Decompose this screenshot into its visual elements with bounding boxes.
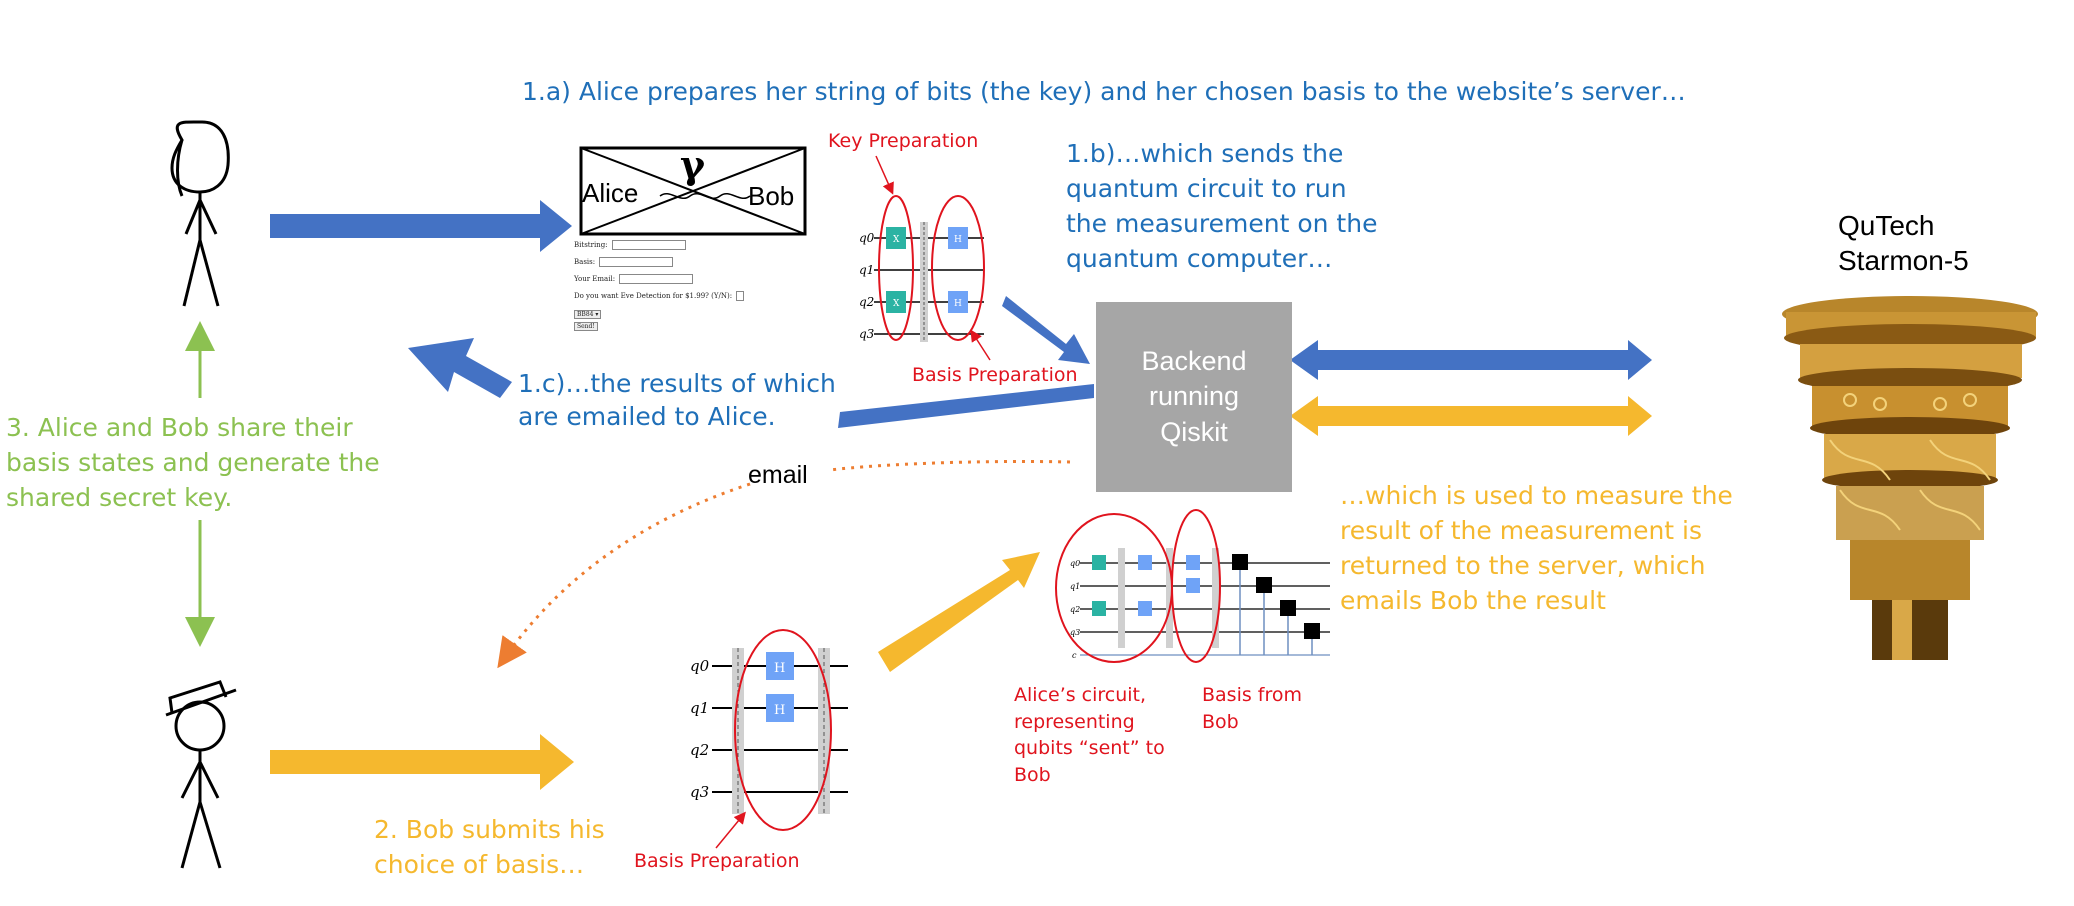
send-button[interactable]: Send! <box>574 321 598 331</box>
step-1c-label: 1.c)…the results of which are emailed to… <box>518 369 836 431</box>
mid-circuit-c: c <box>1072 651 1077 660</box>
top-h-gate-1: H <box>954 235 962 245</box>
middle-circuit: q0 q1 q2 q3 c <box>1055 509 1330 663</box>
blue-arrow-alice-to-server <box>270 200 572 252</box>
key-submission-form: Bitstring: Basis: Your Email: Do you wan… <box>574 236 794 331</box>
mid-circuit-q0: q0 <box>1070 559 1080 568</box>
blue-arrow-results-head <box>408 338 512 398</box>
basis-from-bob-label: Basis from Bob <box>1202 684 1303 733</box>
bottom-circuit-q2: q2 <box>690 741 709 759</box>
bottom-h-gate-2: H <box>774 703 785 718</box>
mid-circuit-q1: q1 <box>1070 582 1080 591</box>
bottom-circuit-q0: q0 <box>690 657 710 675</box>
mid-circuit-q2: q2 <box>1070 605 1080 614</box>
email-label-text: email <box>748 461 808 489</box>
email-label: Your Email: <box>574 274 616 283</box>
logo-alice-text: Alice <box>582 178 638 208</box>
quantum-computer-name: QuTech Starmon-5 <box>1838 210 1969 276</box>
step-1b-label: 1.b)…which sends the quantum circuit to … <box>1066 139 1378 273</box>
bitstring-input[interactable] <box>611 239 686 250</box>
top-h-gate-2: H <box>954 299 962 309</box>
email-dotted-arrow-curve <box>497 482 751 669</box>
mid-circuit-q3: q3 <box>1070 628 1080 637</box>
basis-prep-top-pointer <box>970 329 991 361</box>
blue-arrow-results-to-alice <box>838 384 1094 428</box>
orange-arrow-circuit-to-backend <box>878 552 1040 672</box>
bottom-circuit-q3: q3 <box>690 783 709 801</box>
backend-label: Backend running Qiskit <box>1141 346 1247 447</box>
step-1a-label: 1.a) Alice prepares her string of bits (… <box>522 77 1686 106</box>
alice-bob-logo: Alice Bob γ <box>579 142 807 236</box>
top-circuit-q1: q1 <box>859 263 874 277</box>
alice-figure <box>170 120 230 307</box>
eve-detection-checkbox[interactable] <box>736 290 745 301</box>
orange-double-arrow <box>1290 396 1652 436</box>
blue-arrow-circuit-to-backend <box>1002 296 1090 364</box>
bottom-h-gate-1: H <box>774 661 785 676</box>
top-circuit-q3: q3 <box>859 327 875 341</box>
blue-double-arrow <box>1290 340 1652 380</box>
basis-preparation-top-label: Basis Preparation <box>912 364 1078 386</box>
top-x-gate-2: X <box>893 299 900 309</box>
step-3-label: 3. Alice and Bob share their basis state… <box>6 413 380 512</box>
backend-box: Backend running Qiskit <box>1096 302 1292 492</box>
top-circuit: q0 q1 q2 q3 X X H H <box>859 195 985 342</box>
top-circuit-q2: q2 <box>859 295 874 309</box>
quantum-computer-image <box>1782 296 2038 660</box>
key-prep-pointer <box>875 155 894 195</box>
bitstring-label: Bitstring: <box>574 240 608 249</box>
basis-preparation-bottom-label: Basis Preparation <box>634 850 800 872</box>
step-2-label: 2. Bob submits his choice of basis… <box>374 815 605 879</box>
bob-figure <box>165 680 237 869</box>
basis-prep-bottom-pointer <box>715 811 746 849</box>
key-preparation-label: Key Preparation <box>828 130 979 152</box>
top-x-gate-1: X <box>893 235 900 245</box>
protocol-select[interactable]: BB84 ▾ <box>574 310 602 319</box>
basis-input[interactable] <box>599 256 674 267</box>
measure-note-label: …which is used to measure the result of … <box>1340 481 1733 615</box>
logo-bob-text: Bob <box>748 181 794 211</box>
eve-detection-label: Do you want Eve Detection for $1.99? (Y/… <box>574 291 733 300</box>
top-circuit-q0: q0 <box>859 231 875 245</box>
bottom-circuit-q1: q1 <box>690 699 709 717</box>
bottom-circuit: q0 q1 q2 q3 H H <box>690 629 848 831</box>
logo-gamma-symbol: γ <box>680 142 706 187</box>
email-dotted-arrow <box>829 459 1071 472</box>
alice-circuit-label: Alice’s circuit, representing qubits “se… <box>1014 684 1165 786</box>
orange-arrow-bob-to-server <box>270 734 574 790</box>
email-input[interactable] <box>619 273 694 284</box>
basis-label: Basis: <box>574 257 596 266</box>
